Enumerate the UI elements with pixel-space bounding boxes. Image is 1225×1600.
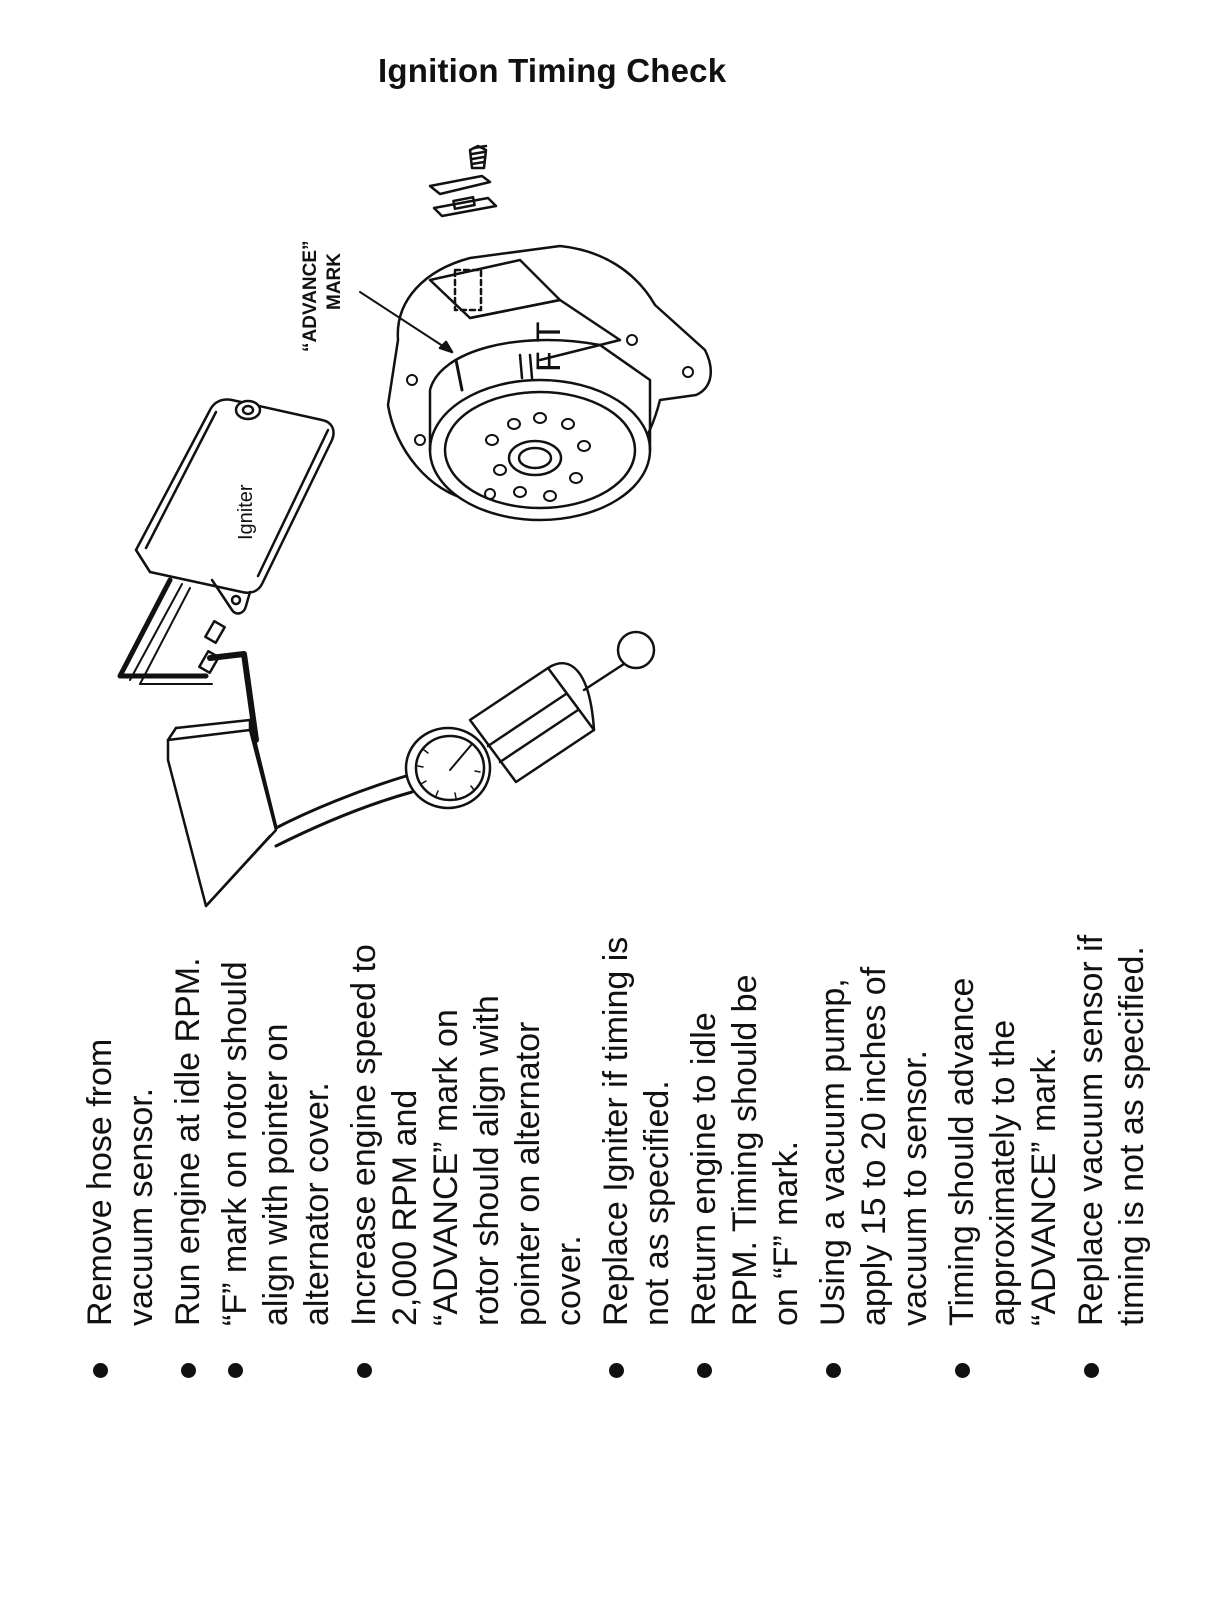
list-item: Replace vacuum sensor if timing is not a… (1071, 930, 1153, 1390)
gasket-icon (428, 174, 498, 218)
sensor-block-icon (166, 718, 278, 908)
list-item: Timing should advance approximately to t… (942, 930, 1065, 1390)
screw-icon (468, 144, 488, 170)
igniter-box-icon (117, 398, 335, 745)
list-item: Replace Igniter if timing is not as spec… (596, 930, 678, 1390)
list-item: Increase engine speed to 2,000 RPM and “… (344, 930, 590, 1390)
rotor-marks-label: F T (530, 322, 568, 372)
list-item: Return engine to idle RPM. Timing should… (684, 930, 807, 1390)
list-item: Using a vacuum pump, apply 15 to 20 inch… (813, 930, 936, 1390)
instruction-list: Remove hose from vacuum sensor. Run engi… (80, 930, 1151, 1390)
list-item: Run engine at idle RPM. (168, 930, 209, 1390)
page-title: Ignition Timing Check (378, 52, 727, 89)
alternator-icon (386, 244, 713, 522)
igniter-label: Igniter (235, 484, 257, 540)
list-item: Remove hose from vacuum sensor. (80, 930, 162, 1390)
gauge-icon (404, 726, 492, 810)
list-item: “F” mark on rotor should align with poin… (215, 930, 338, 1390)
advance-mark-label-line2: MARK (324, 253, 345, 310)
vacuum-pump-icon (468, 630, 656, 784)
advance-mark-label-line1: “ADVANCE” (300, 240, 321, 352)
